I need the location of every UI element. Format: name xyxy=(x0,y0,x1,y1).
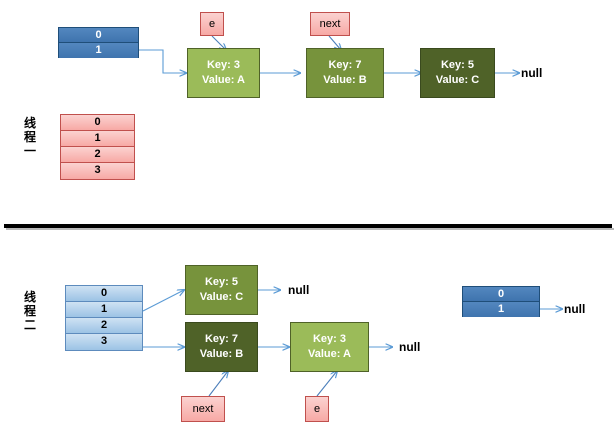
node-key-line: Key: 3 xyxy=(312,333,347,345)
bucket-row-3[interactable]: 3 xyxy=(66,334,142,350)
pointer-label-next-text: next xyxy=(192,403,214,415)
arrow-e-to-key3 xyxy=(211,35,226,50)
pointer-label-next-top[interactable]: next xyxy=(310,12,350,36)
thread-label-char-0: 线 xyxy=(23,116,36,130)
thread-label-char-2: 一 xyxy=(23,144,36,158)
section-divider xyxy=(4,224,612,228)
arrow-bucket1-to-key3 xyxy=(139,49,186,73)
null-terminator-bottom-lower: null xyxy=(399,340,421,354)
node-value-line: Value: B xyxy=(323,74,367,86)
node-value-line: Value: A xyxy=(202,74,245,86)
pointer-label-e-bottom[interactable]: e xyxy=(305,396,329,422)
node-key-5-bottom[interactable]: Key: 5 Value: C xyxy=(185,265,258,315)
bucket-row-0[interactable]: 0 xyxy=(66,286,142,302)
blue-bucket-table-bottom[interactable]: 0 1 xyxy=(462,286,540,317)
node-key-line: Key: 7 xyxy=(328,59,362,71)
node-key-line: Key: 3 xyxy=(206,59,241,71)
pointer-label-e-text: e xyxy=(313,403,321,415)
thread-label-char-2: 二 xyxy=(23,318,36,332)
bucket-row-3[interactable]: 3 xyxy=(61,163,134,179)
pink-bucket-table[interactable]: 0 1 2 3 xyxy=(60,114,135,180)
node-key-5-top[interactable]: Key: 5 Value: C xyxy=(420,48,495,98)
thread-label-char-1: 程 xyxy=(23,130,36,144)
bucket-row-0[interactable]: 0 xyxy=(61,115,134,131)
node-key-3-bottom[interactable]: Key: 3 Value: A xyxy=(290,322,369,372)
bucket-row-0[interactable]: 0 xyxy=(463,287,539,302)
blue-bucket-table-top[interactable]: 0 1 xyxy=(58,27,139,58)
arrow-next-to-key7-bottom xyxy=(208,371,228,397)
bucket-row-1[interactable]: 1 xyxy=(66,302,142,318)
node-key-line: Key: 5 xyxy=(440,59,475,71)
thread-label-char-0: 线 xyxy=(23,290,36,304)
node-key-7-bottom[interactable]: Key: 7 Value: B xyxy=(185,322,258,372)
node-key-line: Key: 7 xyxy=(204,333,239,345)
pointer-label-next-bottom[interactable]: next xyxy=(181,396,225,422)
node-value-line: Value: B xyxy=(199,348,244,360)
node-value-line: Value: A xyxy=(308,348,351,360)
bucket-row-1[interactable]: 1 xyxy=(61,131,134,147)
bucket-row-2[interactable]: 2 xyxy=(61,147,134,163)
thread-label-two: 线 程 二 xyxy=(22,290,38,332)
thread-label-one: 线 程 一 xyxy=(22,116,38,158)
null-terminator-bottom-upper: null xyxy=(288,283,310,297)
null-terminator-top: null xyxy=(521,66,543,80)
node-value-line: Value: C xyxy=(435,74,480,86)
bucket-row-0[interactable]: 0 xyxy=(59,28,138,43)
lightblue-bucket-table[interactable]: 0 1 2 3 xyxy=(65,285,143,351)
thread-label-char-1: 程 xyxy=(23,304,36,318)
bucket-row-2[interactable]: 2 xyxy=(66,318,142,334)
arrow-bucket1-to-key5-bottom xyxy=(142,290,184,312)
pointer-label-e-top[interactable]: e xyxy=(200,12,224,36)
bucket-row-1[interactable]: 1 xyxy=(463,302,539,317)
node-key-7-top[interactable]: Key: 7 Value: B xyxy=(306,48,384,98)
section-divider-shadow xyxy=(6,228,614,230)
arrow-next-to-key7 xyxy=(328,35,341,50)
node-key-line: Key: 5 xyxy=(204,276,239,288)
bucket-row-1[interactable]: 1 xyxy=(59,43,138,58)
node-value-line: Value: C xyxy=(199,291,244,303)
null-terminator-bottom-right: null xyxy=(564,302,586,316)
arrow-e-to-key3-bottom xyxy=(316,371,337,397)
pointer-label-e-text: e xyxy=(208,18,216,30)
node-key-3-top[interactable]: Key: 3 Value: A xyxy=(187,48,260,98)
pointer-label-next-text: next xyxy=(319,18,341,30)
